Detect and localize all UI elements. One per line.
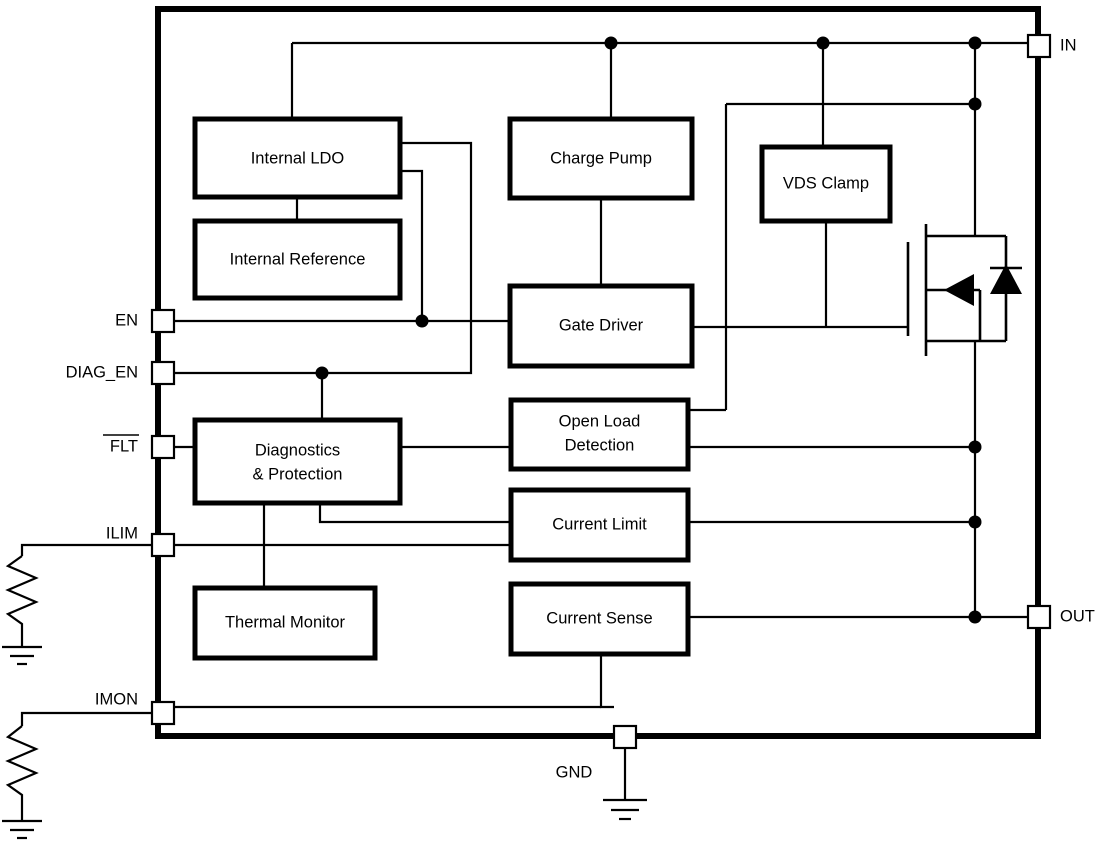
pin-gnd-label: GND: [556, 763, 593, 781]
pin-in-pad[interactable]: [1026, 33, 1052, 59]
pin-out-label: OUT: [1060, 607, 1095, 625]
junction-dot: [315, 366, 329, 380]
functional-blocks-group: Internal LDO Internal Reference Charge P…: [192, 116, 893, 661]
body-diode-triangle-icon: [990, 264, 1022, 294]
pin-flt-pad[interactable]: [150, 434, 176, 460]
pin-imon-pad[interactable]: [150, 700, 176, 726]
wire-ldo-to-en: [400, 169, 424, 321]
block-internal-ldo-label: Internal LDO: [251, 149, 345, 167]
pin-en-label: EN: [115, 311, 138, 329]
pin-imon-label: IMON: [95, 690, 138, 708]
gnd-ground-icon: [603, 798, 647, 821]
wire-imon-external-branch: [20, 711, 152, 726]
block-thermal-monitor[interactable]: Thermal Monitor: [192, 585, 378, 661]
block-current-sense[interactable]: Current Sense: [508, 581, 691, 657]
pin-in-label: IN: [1060, 36, 1077, 54]
block-current-sense-label: Current Sense: [546, 609, 652, 627]
pin-gnd-pad[interactable]: [612, 724, 638, 750]
junction-dot: [968, 36, 982, 50]
wire-diagnostics-to-current-limit: [318, 503, 511, 524]
block-gate-driver-label: Gate Driver: [559, 316, 644, 334]
junction-dot: [968, 97, 982, 111]
pin-pads-group: [150, 33, 1052, 750]
ilim-ground-icon: [2, 645, 42, 666]
junction-dot: [604, 36, 618, 50]
block-internal-ldo[interactable]: Internal LDO: [192, 116, 403, 200]
pin-labels-group: IN EN DIAG_EN FLT ILIM IMON OUT GND: [66, 36, 1095, 781]
junction-dot: [968, 440, 982, 454]
pin-flt-label: FLT: [110, 437, 138, 455]
block-vds-clamp-label: VDS Clamp: [783, 174, 869, 192]
ilim-resistor-zigzag: [5, 555, 39, 647]
block-internal-reference[interactable]: Internal Reference: [192, 218, 403, 301]
block-charge-pump[interactable]: Charge Pump: [507, 116, 695, 201]
pin-diag-en-pad[interactable]: [150, 360, 176, 386]
block-internal-reference-label: Internal Reference: [230, 250, 366, 268]
block-gate-driver[interactable]: Gate Driver: [507, 283, 695, 369]
block-thermal-monitor-label: Thermal Monitor: [225, 613, 346, 631]
pin-diag-en-label: DIAG_EN: [66, 363, 138, 381]
pin-out-pad[interactable]: [1026, 604, 1052, 630]
block-current-limit-label: Current Limit: [552, 515, 647, 533]
block-diagnostics-protection[interactable]: Diagnostics & Protection: [192, 417, 403, 506]
mosfet-bulk-arrow-icon: [944, 274, 974, 306]
block-charge-pump-label: Charge Pump: [550, 149, 652, 167]
junction-dot: [415, 314, 429, 328]
block-diagnostics-label-line1: Diagnostics: [255, 441, 340, 459]
wire-ilim-external-branch: [20, 543, 152, 556]
imon-resistor-zigzag: [5, 725, 39, 821]
block-open-load-detection[interactable]: Open Load Detection: [508, 397, 691, 472]
pin-ilim-pad[interactable]: [150, 532, 176, 558]
imon-ground-icon: [2, 819, 42, 840]
pin-en-pad[interactable]: [150, 308, 176, 334]
wire-current-sense-to-gnd: [599, 654, 614, 709]
junction-dots-group: [315, 36, 982, 624]
junction-dot: [816, 36, 830, 50]
block-current-limit[interactable]: Current Limit: [508, 487, 691, 563]
block-open-load-label-line1: Open Load: [559, 412, 641, 430]
block-open-load-label-line2: Detection: [565, 436, 635, 454]
junction-dot: [968, 610, 982, 624]
block-vds-clamp[interactable]: VDS Clamp: [759, 144, 893, 224]
junction-dot: [968, 515, 982, 529]
pin-ilim-label: ILIM: [106, 524, 138, 542]
block-diagnostics-label-line2: & Protection: [253, 465, 343, 483]
